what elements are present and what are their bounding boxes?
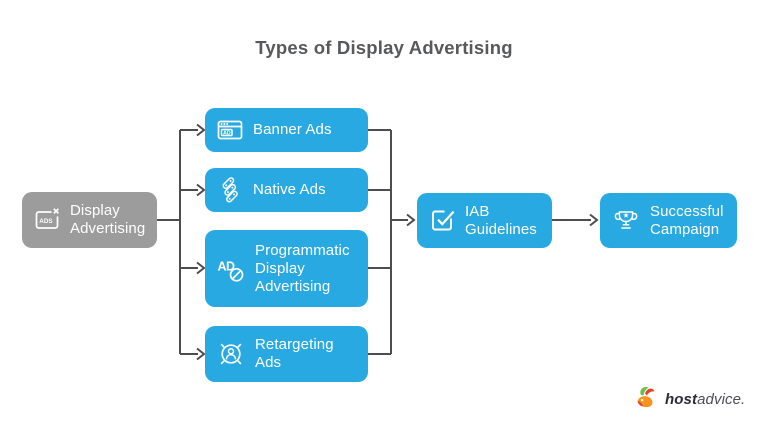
checkbox-check-icon xyxy=(427,206,457,236)
node-successful-campaign: Successful Campaign xyxy=(600,193,737,248)
connector-left-branches xyxy=(180,129,198,355)
node-retargeting-ads: Retargeting Ads xyxy=(205,326,368,382)
arrowhead-retargeting xyxy=(196,347,206,361)
ads-icon-text: ADS xyxy=(39,218,52,225)
node-label: Programmatic Display Advertising xyxy=(255,241,350,295)
node-label: Retargeting Ads xyxy=(255,336,334,371)
hostadvice-logo-text: hostadvice. xyxy=(665,391,745,408)
native-ads-icon xyxy=(215,175,245,205)
arrowhead-native xyxy=(196,183,206,197)
trophy-star-icon xyxy=(610,205,642,237)
node-label: Native Ads xyxy=(253,181,326,198)
arrowhead-success xyxy=(589,213,599,227)
node-display-advertising: ADS Display Advertising xyxy=(22,192,157,248)
retargeting-target-icon xyxy=(215,338,247,370)
connector-right-branches xyxy=(368,129,391,355)
node-programmatic-display-advertising: AD Programmatic Display Advertising xyxy=(205,230,368,307)
node-iab-guidelines: IAB Guidelines xyxy=(417,193,552,248)
node-native-ads: Native Ads xyxy=(205,168,368,212)
arrowhead-banner xyxy=(196,123,206,137)
display-ads-icon: ADS xyxy=(32,205,62,235)
arrowhead-programmatic xyxy=(196,261,206,275)
hostadvice-fox-icon xyxy=(634,384,660,415)
logo-text-bold: host xyxy=(665,390,698,408)
node-label: IAB Guidelines xyxy=(465,202,537,238)
hostadvice-logo: hostadvice. xyxy=(634,385,745,413)
node-label: Successful Campaign xyxy=(650,202,724,238)
arrowhead-iab xyxy=(406,213,416,227)
banner-ad-icon: AD xyxy=(215,115,245,145)
programmatic-ad-icon: AD xyxy=(215,253,247,285)
node-label: Banner Ads xyxy=(253,121,332,138)
banner-ad-icon-text: AD xyxy=(223,130,231,136)
programmatic-ad-icon-text: AD xyxy=(218,259,236,273)
logo-text-light: advice. xyxy=(697,390,746,408)
page-title: Types of Display Advertising xyxy=(255,37,513,58)
node-label: Display Advertising xyxy=(70,202,146,237)
node-banner-ads: AD Banner Ads xyxy=(205,108,368,152)
